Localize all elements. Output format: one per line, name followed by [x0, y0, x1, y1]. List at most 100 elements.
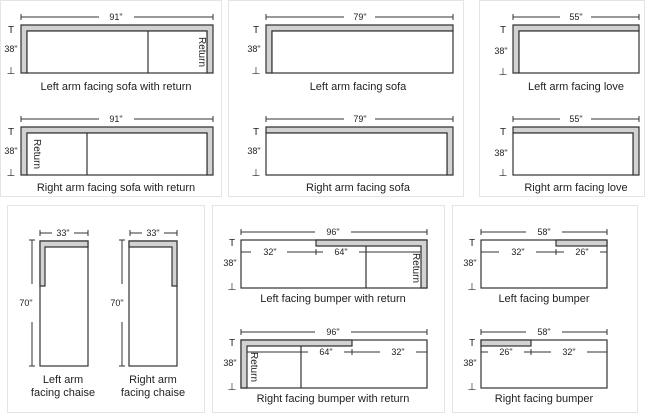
top-marker: T	[8, 25, 14, 36]
segment-a-label: 32"	[263, 247, 276, 257]
piece-laf-chaise: 33" 70" Left arm facing chaise	[19, 228, 95, 399]
width-label: 55"	[569, 12, 582, 22]
depth-label: 70"	[110, 298, 123, 308]
width-label: 33"	[56, 228, 69, 238]
bottom-marker: ⊥	[468, 282, 477, 293]
back-cushion	[480, 339, 532, 347]
top-marker: T	[253, 127, 259, 138]
seat	[240, 239, 428, 289]
piece-lf-bumper: 58" T 38" ⊥ 32" 26" Left facing bumper	[463, 227, 608, 305]
width-label: 79"	[353, 12, 366, 22]
top-marker: T	[229, 338, 235, 349]
segment-b-label: 32"	[391, 347, 404, 357]
caption-line1: Left arm	[43, 374, 83, 386]
caption-line2: facing chaise	[121, 387, 185, 399]
back-and-arm	[39, 240, 89, 287]
seat	[480, 339, 608, 389]
piece-raf-sofa: 79" T 38" ⊥ Right arm facing sofa	[247, 114, 454, 194]
depth-label: 38"	[463, 258, 476, 268]
seat	[265, 132, 448, 176]
top-marker: T	[253, 25, 259, 36]
seat	[26, 30, 208, 74]
segment-b-label: 32"	[562, 347, 575, 357]
width-label: 91"	[109, 12, 122, 22]
seat	[518, 30, 640, 74]
piece-laf-sofa: 79" T 38" ⊥ Left arm facing sofa	[247, 12, 454, 93]
back-cushion	[555, 239, 608, 247]
seat	[271, 30, 454, 74]
bottom-marker: ⊥	[252, 168, 261, 179]
seat	[26, 132, 208, 176]
back-and-arm	[240, 339, 353, 389]
bottom-marker: ⊥	[499, 168, 508, 179]
top-marker: T	[229, 238, 235, 249]
caption: Right facing bumper with return	[257, 393, 410, 405]
depth-label: 38"	[223, 358, 236, 368]
bottom-marker: ⊥	[468, 382, 477, 393]
depth-label: 38"	[494, 46, 507, 56]
caption: Right arm facing sofa with return	[37, 182, 195, 194]
piece-raf-love: 55" T 38" ⊥ Right arm facing love	[494, 114, 640, 194]
segment-a-label: 26"	[499, 347, 512, 357]
caption: Left arm facing sofa	[310, 81, 407, 93]
depth-label: 38"	[4, 44, 17, 54]
segment-a-label: 64"	[319, 347, 332, 357]
width-label: 91"	[109, 114, 122, 124]
seat	[128, 240, 178, 367]
top-marker: T	[500, 127, 506, 138]
back-and-arm	[315, 239, 428, 289]
bottom-marker: ⊥	[7, 66, 16, 77]
piece-raf-sofa-return: 91" T 38" ⊥ Return Right arm facing sofa…	[4, 114, 214, 194]
width-label: 79"	[353, 114, 366, 124]
width-label: 58"	[537, 227, 550, 237]
back-and-arm	[128, 240, 178, 287]
seat	[480, 239, 608, 289]
depth-label: 38"	[494, 148, 507, 158]
caption: Right arm facing sofa	[306, 182, 411, 194]
width-label: 33"	[146, 228, 159, 238]
bottom-marker: ⊥	[7, 168, 16, 179]
piece-rf-bumper-return: 96" T 38" ⊥ 64" 32" Return Right facing …	[223, 327, 428, 405]
depth-label: 70"	[19, 298, 32, 308]
depth-label: 38"	[4, 146, 17, 156]
width-label: 58"	[537, 327, 550, 337]
return-label: Return	[410, 253, 421, 283]
piece-laf-sofa-return: 91" T 38" ⊥ Return Left arm facing sofa …	[4, 12, 214, 93]
top-marker: T	[469, 338, 475, 349]
caption-line1: Right arm	[129, 374, 177, 386]
return-label: Return	[196, 37, 207, 67]
seat	[240, 339, 428, 389]
width-label: 96"	[326, 327, 339, 337]
caption: Left arm facing love	[528, 81, 624, 93]
seat	[512, 132, 634, 176]
depth-label: 38"	[223, 258, 236, 268]
caption: Left arm facing sofa with return	[40, 81, 191, 93]
segment-b-label: 64"	[334, 247, 347, 257]
bottom-marker: ⊥	[228, 282, 237, 293]
depth-label: 38"	[247, 44, 260, 54]
caption: Left facing bumper with return	[260, 293, 406, 305]
caption: Right arm facing love	[524, 182, 627, 194]
width-label: 55"	[569, 114, 582, 124]
caption: Left facing bumper	[498, 293, 589, 305]
top-marker: T	[500, 25, 506, 36]
bottom-marker: ⊥	[499, 67, 508, 78]
depth-label: 38"	[247, 146, 260, 156]
piece-rf-bumper: 58" T 38" ⊥ 26" 32" Right facing bumper	[463, 327, 608, 405]
seat	[39, 240, 89, 367]
return-label: Return	[248, 352, 259, 382]
piece-lf-bumper-return: 96" T 38" ⊥ 32" 64" Return Left facing b…	[223, 227, 428, 305]
segment-b-label: 26"	[575, 247, 588, 257]
piece-laf-love: 55" T 38" ⊥ Left arm facing love	[494, 12, 640, 93]
caption-line2: facing chaise	[31, 387, 95, 399]
return-label: Return	[31, 139, 42, 169]
top-marker: T	[469, 238, 475, 249]
bottom-marker: ⊥	[228, 382, 237, 393]
piece-raf-chaise: 33" 70" Right arm facing chaise	[110, 228, 185, 399]
bottom-marker: ⊥	[252, 66, 261, 77]
depth-label: 38"	[463, 358, 476, 368]
caption: Right facing bumper	[495, 393, 594, 405]
segment-a-label: 32"	[511, 247, 524, 257]
top-marker: T	[8, 127, 14, 138]
